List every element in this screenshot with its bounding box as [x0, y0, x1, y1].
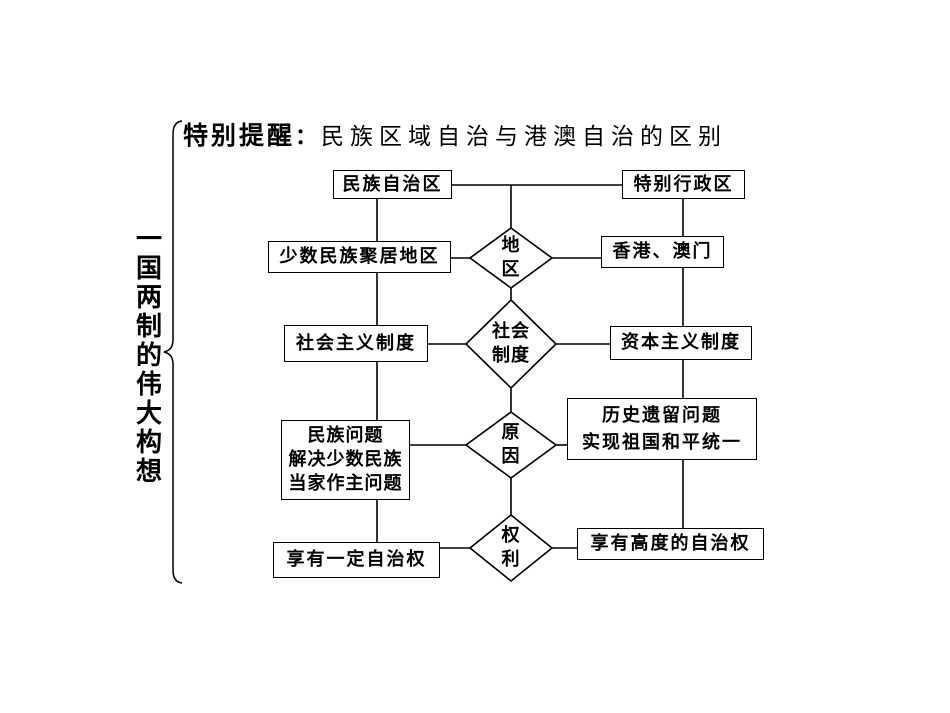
curly-brace	[163, 120, 183, 584]
box-line: 享有高度的自治权	[590, 533, 751, 554]
side-title: 一国两制的伟大构想	[135, 225, 162, 487]
row-right-box: 香港、澳门	[601, 236, 724, 268]
box-line: 享有一定自治权	[286, 549, 427, 570]
box-line: 实现祖国和平统一	[582, 432, 742, 453]
box-line: 社会主义制度	[296, 332, 416, 354]
criterion-line: 因	[501, 446, 521, 467]
criterion-line: 权	[501, 525, 521, 546]
heading-colon: ：	[295, 125, 318, 150]
box-line: 民族问题	[307, 425, 384, 446]
criterion-line: 地	[501, 235, 521, 256]
row-right-box: 资本主义制度	[610, 326, 752, 360]
criterion-label: 地 区	[479, 232, 543, 284]
row-left-box: 少数民族聚居地区	[268, 241, 451, 273]
heading-text: 民族区域自治与港澳自治的区别	[321, 124, 728, 150]
row-right-box: 享有高度的自治权	[577, 528, 764, 560]
row-left-box: 社会主义制度	[284, 325, 428, 362]
box-line: 香港、澳门	[612, 241, 713, 262]
criterion-diamond	[468, 227, 554, 289]
box-line: 当家作主问题	[288, 473, 403, 494]
row-right-box: 历史遗留问题 实现祖国和平统一	[567, 398, 757, 460]
criterion-label: 社会 制度	[479, 318, 543, 370]
criterion-line: 社会	[492, 321, 530, 342]
box-line: 少数民族聚居地区	[279, 246, 440, 267]
criterion-diamond	[468, 513, 554, 583]
left-header-label: 民族自治区	[342, 173, 443, 195]
row-left-box: 民族问题 解决少数民族 当家作主问题	[281, 420, 410, 500]
heading: 特别提醒：民族区域自治与港澳自治的区别	[183, 120, 727, 152]
criterion-diamond	[464, 298, 558, 390]
criterion-line: 制度	[492, 345, 530, 366]
box-line: 历史遗留问题	[602, 405, 722, 426]
right-header-label: 特别行政区	[633, 173, 734, 195]
criterion-label: 权 利	[479, 522, 543, 574]
box-line: 解决少数民族	[288, 449, 403, 470]
left-header-box: 民族自治区	[333, 170, 452, 199]
row-left-box: 享有一定自治权	[273, 542, 440, 578]
right-header-box: 特别行政区	[622, 170, 745, 199]
box-line: 资本主义制度	[621, 332, 741, 353]
criterion-line: 原	[501, 422, 521, 443]
criterion-label: 原 因	[479, 419, 543, 471]
criterion-diamond	[464, 411, 558, 479]
criterion-line: 利	[501, 549, 521, 570]
heading-tag: 特别提醒	[183, 121, 296, 150]
criterion-line: 区	[501, 259, 521, 280]
